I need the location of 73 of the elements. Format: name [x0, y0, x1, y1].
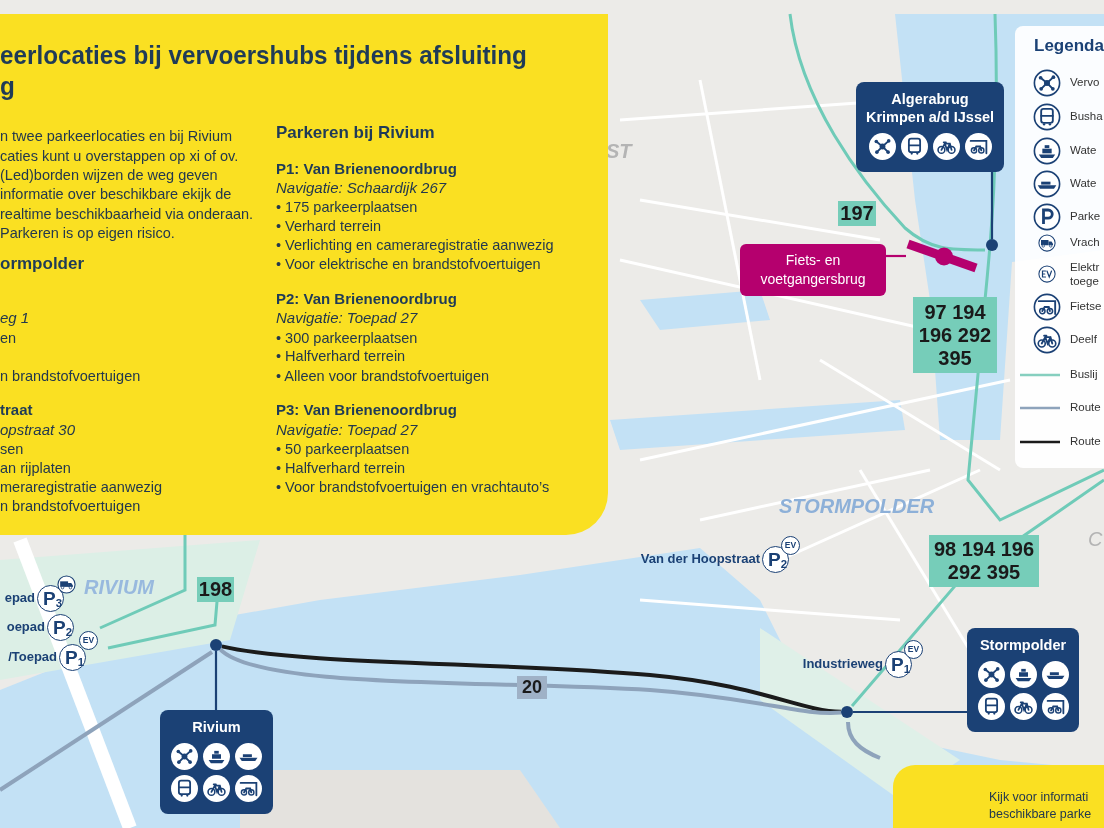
detail-text: • Voor elektrische en brandstofvoertuigen [276, 255, 541, 273]
legend-label: Route [1070, 434, 1102, 448]
detail-text: • Verlichting en cameraregistratie aanwezig [276, 236, 554, 254]
bridge-marker [906, 238, 978, 274]
panel-title: eerlocaties bij vervoershubs tijdens afsluiting g [0, 39, 528, 102]
bus-route-label: 97 194 196 292 395 [913, 297, 997, 373]
hub-name: Stormpolder [978, 636, 1068, 654]
legend-label: Buslij [1070, 367, 1099, 381]
legend-label: Vrach [1070, 235, 1101, 249]
bus-route-label: 98 194 196 292 395 [929, 535, 1039, 587]
district-label: C [1088, 528, 1103, 550]
location-heading: P1: Van Brienenoordbrug [276, 160, 457, 178]
hub-name: Rivium [191, 718, 242, 736]
district-label: RIVIUM [84, 576, 154, 598]
edge-label: 20 [517, 676, 548, 699]
detail-text: sen [0, 440, 24, 458]
location-label: /Toepad [8, 649, 57, 665]
location-label: Van der Hoopstraat [640, 551, 760, 567]
section-heading: Parkeren bij Rivium [276, 123, 435, 143]
navigation-address: Navigatie: Schaardijk 267 [276, 179, 447, 197]
parking-symbol: P$_{1}$ [65, 647, 85, 668]
legend-label: Deelf [1070, 332, 1098, 346]
location-heading: P2: Van Brienenoordbrug [276, 290, 457, 308]
legend-label: Fietse [1070, 299, 1103, 313]
leader-line [214, 651, 218, 710]
detail-text: meraregistratie aanwezig [0, 478, 162, 496]
detail-text: n brandstofvoertuigen [0, 497, 141, 515]
legend-label: Wate [1070, 143, 1098, 157]
location-label: oepad [6, 619, 45, 635]
hub-callout [856, 82, 1004, 172]
navigation-address: Navigatie: Toepad 27 [276, 421, 418, 439]
detail-text: • Alleen voor brandstofvoertuigen [276, 367, 490, 385]
navigation-address: opstraat 30 [0, 421, 76, 439]
district-label: STORMPOLDER [779, 495, 935, 517]
leader-line [990, 172, 994, 239]
note-text: Kijk voor informati beschikbare parke [989, 789, 1093, 823]
parking-symbol: P$_{3}$ [43, 588, 63, 609]
detail-text: • Voor brandstofvoertuigen en vrachtauto’s [276, 478, 550, 496]
legend-label: Busha [1070, 109, 1104, 123]
navigation-address: Navigatie: Toepad 27 [276, 309, 418, 327]
legend-label: Elektr toege [1070, 260, 1101, 288]
detail-text: an rijplaten [0, 459, 71, 477]
location-heading: P3: Van Brienenoordbrug [276, 401, 457, 419]
detail-text: n brandstofvoertuigen [0, 367, 141, 385]
bus-route-label: 197 [838, 201, 876, 226]
parking-symbol: P$_{2}$ [53, 617, 73, 638]
location-heading: traat [0, 401, 33, 419]
location-label: Industrieweg [802, 656, 883, 672]
navigation-address: eg 1 [0, 309, 30, 327]
hub-callout [967, 628, 1079, 732]
location-label: epad [4, 590, 35, 606]
detail-text: • Halfverhard terrein [276, 347, 406, 365]
detail-text: • 175 parkeerplaatsen [276, 198, 418, 216]
detail-text: • 300 parkeerplaatsen [276, 329, 418, 347]
detail-text: • 50 parkeerplaatsen [276, 440, 410, 458]
legend-label: Wate [1070, 176, 1098, 190]
bridge-callout: Fiets- en voetgangersbrug [740, 244, 886, 296]
district-label: ST [606, 140, 632, 162]
leader-line [886, 254, 906, 258]
hub-callout [160, 710, 273, 814]
detail-text: • Verhard terrein [276, 217, 382, 235]
legend-label: Route [1070, 400, 1102, 414]
intro-paragraph: n twee parkeerlocaties en bij Rivium caties kunt u overstappen op xi of ov. (Led)borden wijzen de weg geven informatie over beschikbare ekijk de realtime beschikbaarheid via onderaan. Parkeren is op eigen risico. [0, 127, 255, 243]
detail-text: • Halfverhard terrein [276, 459, 406, 477]
bus-route-label: 198 [197, 577, 234, 602]
info-panel [0, 14, 608, 535]
section-heading: ormpolder [0, 254, 85, 274]
detail-text: en [0, 329, 17, 347]
legend-label: Vervo [1070, 75, 1101, 89]
hub-name: Algerabrug Krimpen a/d IJssel [864, 90, 996, 126]
legend-title: Legenda [1034, 35, 1104, 57]
legend-label: Parke [1070, 209, 1102, 223]
leader-line [853, 710, 967, 714]
